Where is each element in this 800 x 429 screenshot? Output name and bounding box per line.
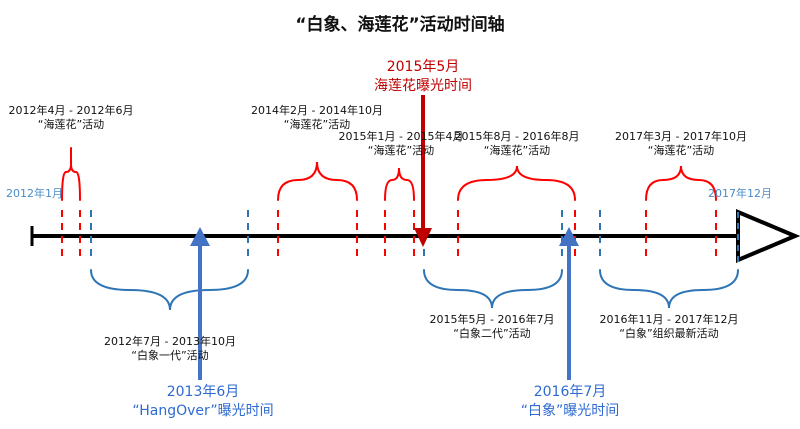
lotus-period-name: “海莲花”活动 xyxy=(283,118,351,131)
lotus-brace xyxy=(384,167,415,201)
exposure-label-lotus: 2015年5月 海莲花曝光时间 xyxy=(374,58,472,96)
lotus-period-label: 2017年3月 - 2017年10月 “海莲花”活动 xyxy=(615,130,747,158)
lotus-brace xyxy=(645,165,717,201)
lotus-brace xyxy=(277,161,358,201)
lotus-period-range: 2015年1月 - 2015年4月 xyxy=(338,130,464,143)
elephant-brace xyxy=(90,269,249,311)
lotus-period-label: 2014年2月 - 2014年10月 “海莲花”活动 xyxy=(251,104,383,132)
elephant-brace xyxy=(423,269,563,309)
lotus-period-name: “海莲花”活动 xyxy=(483,144,551,157)
elephant-period-label: 2015年5月 - 2016年7月 “白象二代”活动 xyxy=(430,313,555,341)
elephant-period-label: 2012年7月 - 2013年10月 “白象一代”活动 xyxy=(104,335,236,363)
elephant-period-range: 2015年5月 - 2016年7月 xyxy=(429,313,555,326)
lotus-period-name: “海莲花”活动 xyxy=(647,144,715,157)
exposure-text: “白象”曝光时间 xyxy=(520,403,620,419)
elephant-period-range: 2016年11月 - 2017年12月 xyxy=(599,313,739,326)
exposure-arrow-2016-7 xyxy=(559,227,579,380)
elephant-period-range: 2012年7月 - 2013年10月 xyxy=(104,335,236,348)
lotus-period-label: 2015年8月 - 2016年8月 “海莲花”活动 xyxy=(455,130,580,158)
elephant-brace xyxy=(599,269,739,309)
axis-start-label: 2012年1月 xyxy=(6,187,63,200)
lotus-period-label: 2012年4月 - 2012年6月 “海莲花”活动 xyxy=(9,104,134,132)
elephant-period-name: “白象一代”活动 xyxy=(131,349,209,362)
exposure-arrow-2015-5 xyxy=(414,95,432,247)
exposure-text: “HangOver”曝光时间 xyxy=(132,403,274,419)
exposure-arrow-2013-6 xyxy=(190,227,210,380)
elephant-period-name: “白象”组织最新活动 xyxy=(619,327,719,340)
lotus-period-label: 2015年1月 - 2015年4月 “海莲花”活动 xyxy=(339,130,464,158)
axis-end-label: 2017年12月 xyxy=(708,187,772,200)
lotus-period-range: 2015年8月 - 2016年8月 xyxy=(454,130,580,143)
lotus-period-range: 2012年4月 - 2012年6月 xyxy=(8,104,134,117)
elephant-period-name: “白象二代”活动 xyxy=(453,327,531,340)
lotus-period-range: 2017年3月 - 2017年10月 xyxy=(615,130,747,143)
lotus-brace xyxy=(457,165,576,201)
exposure-label-hangover: 2013年6月 “HangOver”曝光时间 xyxy=(132,383,273,421)
exposure-date: 2013年6月 xyxy=(166,384,240,400)
exposure-date: 2016年7月 xyxy=(533,384,607,400)
lotus-period-name: “海莲花”活动 xyxy=(37,118,105,131)
lotus-period-name: “海莲花”活动 xyxy=(367,144,435,157)
exposure-text: 海莲花曝光时间 xyxy=(374,78,472,94)
diagram-title: “白象、海莲花”活动时间轴 xyxy=(295,15,505,35)
elephant-period-label: 2016年11月 - 2017年12月 “白象”组织最新活动 xyxy=(600,313,739,341)
lotus-period-range: 2014年2月 - 2014年10月 xyxy=(251,104,383,117)
exposure-label-elephant: 2016年7月 “白象”曝光时间 xyxy=(521,383,620,421)
exposure-date: 2015年5月 xyxy=(386,59,460,75)
axis-arrowhead xyxy=(736,208,800,264)
lotus-brace xyxy=(61,147,81,201)
